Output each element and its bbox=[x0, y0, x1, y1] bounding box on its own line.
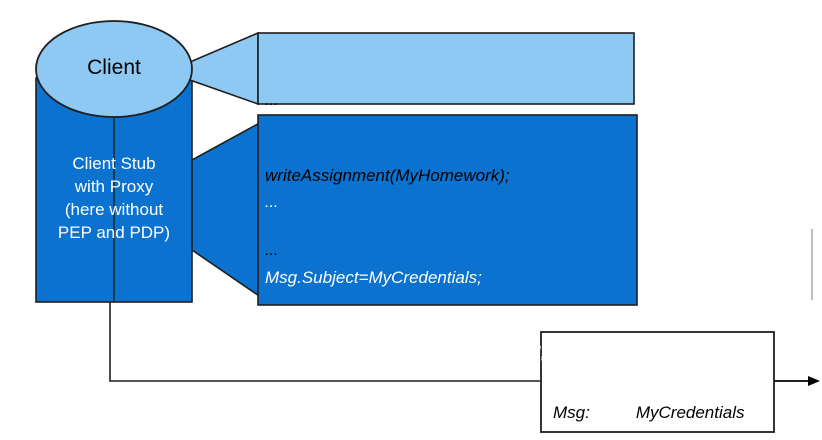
client-stub-label-line-1: Client Stub bbox=[72, 154, 156, 173]
client-code-line-1: ... bbox=[265, 92, 279, 109]
outgoing-message-arrow bbox=[774, 376, 820, 386]
client-code-line-3: ... bbox=[265, 242, 279, 259]
stub-code-callout-text: ... Msg.Subject=MyCredentials; Msg.Metho… bbox=[265, 140, 545, 440]
client-code-callout-text: ... writeAssignment(MyHomework); ... bbox=[265, 38, 510, 313]
stub-code-callout-tail bbox=[191, 118, 266, 302]
stub-code-callout-box[interactable] bbox=[257, 114, 638, 306]
client-stub-label: Client Stub with Proxy (here without PEP… bbox=[36, 152, 192, 244]
message-box-row-1: Msg: MyCredentials bbox=[553, 398, 793, 427]
stub-to-message-connector bbox=[109, 302, 541, 382]
client-code-callout-box[interactable] bbox=[257, 32, 635, 105]
client-code-callout-tail bbox=[189, 31, 259, 106]
client-node-label: Client bbox=[87, 56, 141, 79]
client-code-line-2: writeAssignment(MyHomework); bbox=[265, 166, 510, 185]
message-box-field-1: MyCredentials bbox=[635, 403, 745, 422]
stub-code-line-4: Msg.Params= MyHomework; bbox=[265, 418, 484, 437]
message-box[interactable] bbox=[540, 331, 775, 433]
message-box-label: Msg: bbox=[553, 403, 590, 422]
stub-code-line-1: ... bbox=[265, 194, 279, 211]
stub-code-line-2: Msg.Subject=MyCredentials; bbox=[265, 268, 482, 287]
message-box-text: Msg:MyCredentials writeAssignment_Id MyH… bbox=[553, 340, 793, 440]
client-ellipse[interactable] bbox=[35, 20, 193, 118]
stub-code-line-3: Msg.Method_Id=writeAssignment_Id; bbox=[265, 343, 546, 362]
client-stub-label-line-2: with Proxy bbox=[74, 177, 154, 196]
client-stub-label-line-3: (here without bbox=[64, 200, 164, 219]
client-stub-label-line-4: PEP and PDP) bbox=[57, 223, 171, 242]
